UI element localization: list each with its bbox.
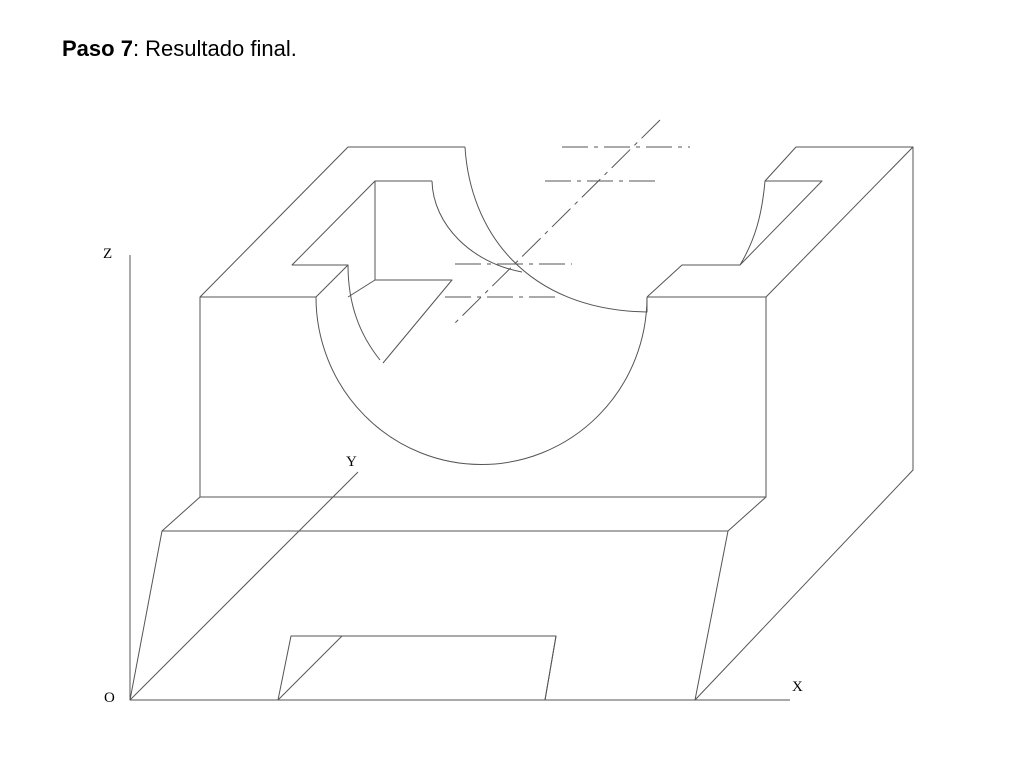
- center-lines: [445, 119, 690, 324]
- rear-semicircle-cut: [464, 146, 648, 313]
- slot-inner-edges: [347, 181, 453, 364]
- center-line-axis: [454, 119, 661, 324]
- base-front-face: [129, 530, 729, 701]
- inner-cylinder-curve: [431, 180, 523, 273]
- step-label: Paso 7: [62, 36, 133, 61]
- front-semicircle-cut: [315, 296, 648, 465]
- axis-label-x: X: [792, 679, 803, 695]
- right-top-rim: [764, 146, 913, 182]
- right-top-outline: [646, 180, 823, 298]
- base-ledge-top: [161, 496, 767, 532]
- channel-edge-right: [544, 635, 557, 701]
- axis-label-z: Z: [103, 246, 112, 262]
- slot-curve: [347, 264, 381, 361]
- left-top-outline: [199, 146, 465, 298]
- title-separator: :: [132, 36, 146, 61]
- page-title: Paso 7: Resultado final.: [62, 36, 297, 62]
- axis-label-origin: O: [104, 690, 115, 706]
- axis-label-y: Y: [346, 454, 357, 470]
- title-text: Resultado final.: [145, 36, 297, 61]
- left-slot-outline: [291, 180, 432, 298]
- coordinate-axes: [129, 255, 790, 701]
- right-side-face: [694, 146, 914, 701]
- y-axis: [129, 471, 359, 701]
- solid-part: [129, 146, 914, 701]
- upper-front-face: [199, 296, 766, 497]
- channel-edge-left: [277, 635, 343, 701]
